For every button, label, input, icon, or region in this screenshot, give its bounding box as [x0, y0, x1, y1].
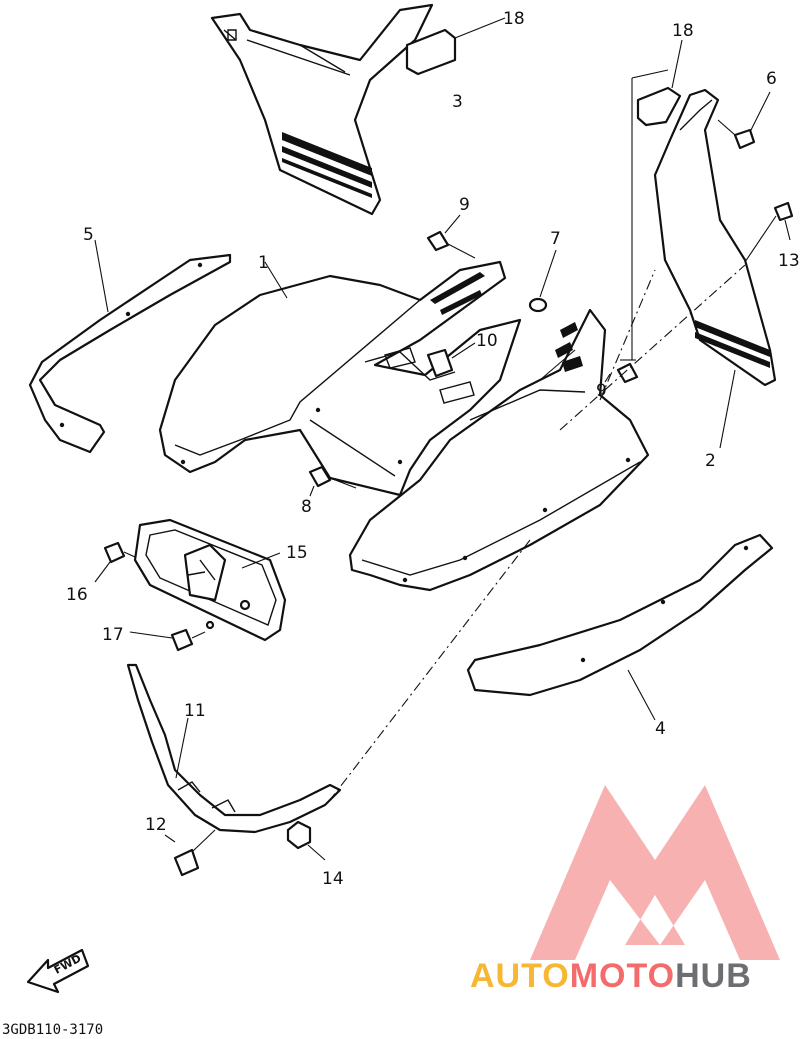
part-9-screw-right — [604, 362, 639, 384]
part-4-side-strip — [466, 533, 774, 721]
callout-18-left: 18 — [503, 9, 525, 29]
part-9-screw-left — [426, 214, 476, 259]
callout-4: 4 — [655, 719, 666, 739]
part-16-bolt — [94, 541, 136, 583]
part-3-side-cover — [210, 3, 434, 216]
part-1-front-fender — [158, 260, 522, 497]
callout-1: 1 — [258, 253, 269, 273]
assembly-leader-lines — [329, 69, 746, 801]
watermark-text: AUTOMOTOHUB — [470, 957, 752, 995]
callout-13: 13 — [778, 251, 800, 271]
part-8-screw — [308, 465, 357, 497]
part-12-bolt — [164, 829, 216, 877]
fwd-arrow: FWD — [26, 948, 90, 994]
part-6-bolt — [717, 91, 771, 150]
part-7-washer — [528, 249, 557, 313]
drawing-code: 3GDB110-3170 — [2, 1022, 103, 1038]
part-13-screw — [744, 201, 794, 263]
watermark-triangle-mark — [530, 785, 780, 960]
watermark-logo — [530, 785, 780, 960]
part-5-side-strip — [28, 239, 232, 454]
svg-text:AUTOMOTOHUB: AUTOMOTOHUB — [470, 957, 752, 995]
watermark-hub: HUB — [675, 957, 752, 995]
callout-9-lower: 9 — [596, 381, 607, 401]
callout-7: 7 — [550, 229, 561, 249]
callout-9-upper: 9 — [459, 195, 470, 215]
callout-6: 6 — [766, 69, 777, 89]
callout-15: 15 — [286, 543, 308, 563]
part-2-rear-fender — [348, 308, 650, 592]
callout-5: 5 — [83, 225, 94, 245]
part-14-nut — [286, 820, 326, 861]
part-15-light-assembly — [133, 518, 287, 642]
part-10-grommet — [426, 342, 476, 378]
part-18-pad-left — [405, 17, 506, 76]
watermark-moto: MOTO — [570, 957, 675, 995]
part-11-stay — [126, 663, 342, 834]
callout-16: 16 — [66, 585, 88, 605]
part-18-pad-right — [636, 39, 683, 127]
callout-12: 12 — [145, 815, 167, 835]
callout-2: 2 — [705, 451, 716, 471]
watermark-auto: AUTO — [470, 957, 570, 995]
callout-11: 11 — [184, 701, 206, 721]
callout-18-right: 18 — [672, 21, 694, 41]
callout-17: 17 — [102, 625, 124, 645]
part-2-right-side-cover — [653, 88, 777, 449]
part-17-bolt — [129, 628, 206, 652]
callout-14: 14 — [322, 869, 344, 889]
callout-3: 3 — [452, 92, 463, 112]
callout-numbers: 18 3 18 6 9 5 1 7 13 10 9 2 8 15 16 17 1… — [66, 9, 800, 889]
callout-8: 8 — [301, 497, 312, 517]
callout-10: 10 — [476, 331, 498, 351]
